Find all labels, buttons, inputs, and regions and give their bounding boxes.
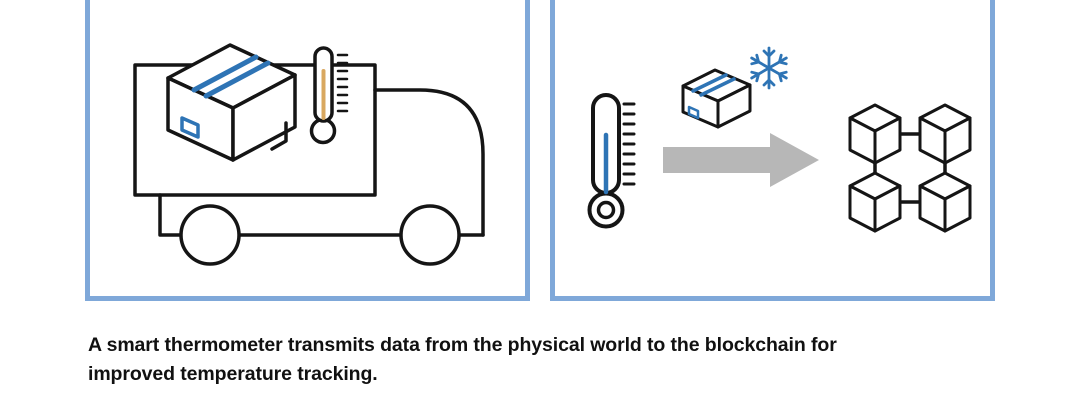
thermometer-bulb — [587, 191, 625, 229]
box-label — [687, 105, 700, 120]
frozen-package-icon — [681, 68, 752, 129]
box-label — [180, 116, 200, 139]
truck-wheel — [179, 204, 241, 266]
package-box-icon — [166, 43, 297, 162]
panel-blockchain — [550, 0, 995, 301]
arrow-right-icon — [663, 133, 819, 187]
truck-wheel — [399, 204, 461, 266]
thermometer-ticks — [336, 53, 349, 113]
thermometer-icon — [309, 46, 349, 145]
blockchain-links — [873, 132, 947, 204]
thermometer-icon — [587, 93, 636, 229]
thermometer-ticks — [622, 102, 636, 186]
thermometer-bulb-inner — [596, 200, 616, 220]
blockchain-cubes-icon — [848, 103, 972, 233]
caption: A smart thermometer transmits data from … — [88, 331, 837, 389]
thermometer-bulb — [309, 117, 337, 145]
panel-truck — [85, 0, 530, 301]
caption-line-1: A smart thermometer transmits data from … — [88, 334, 837, 356]
snowflake-icon — [750, 46, 788, 90]
caption-line-2: improved temperature tracking. — [88, 363, 378, 385]
thermometer-blockchain-illustration — [587, 46, 972, 233]
truck-package-illustration — [133, 43, 485, 266]
